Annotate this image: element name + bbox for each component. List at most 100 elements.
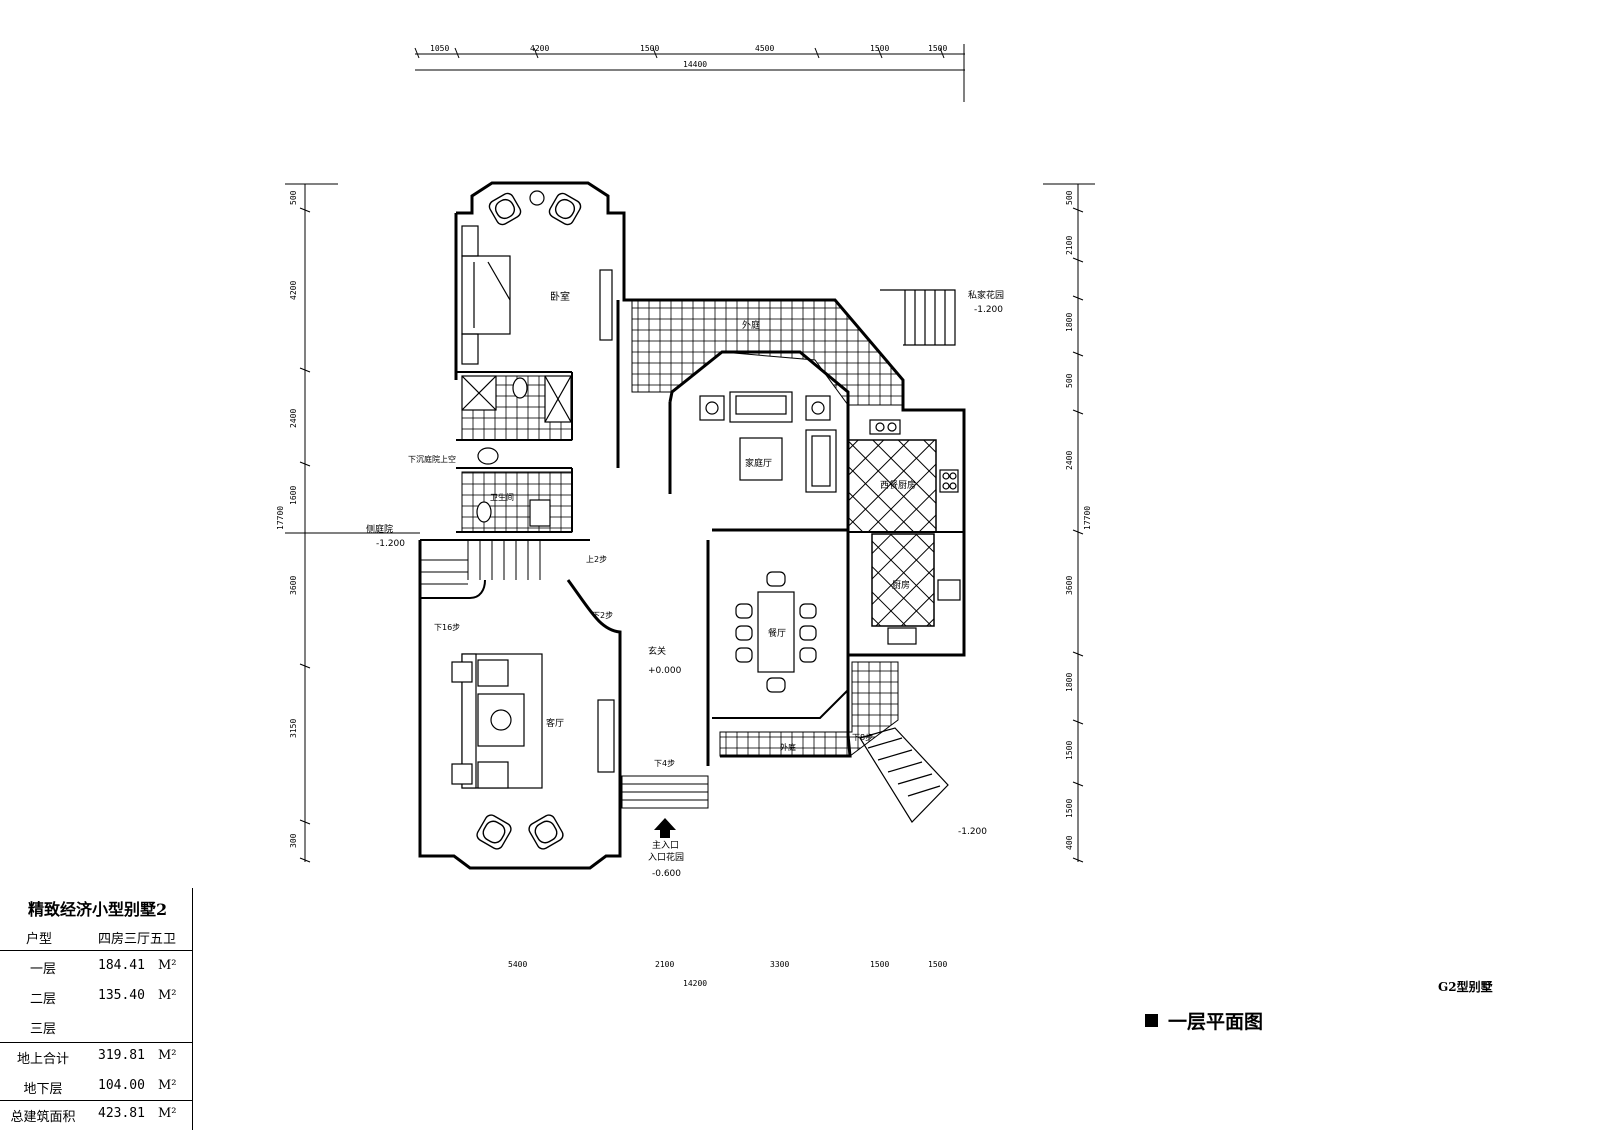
summary-row: 一层 184.41 M² bbox=[0, 958, 192, 984]
bottom-dimension-labels: 5400 2100 3300 1500 1500 14200 bbox=[508, 960, 947, 988]
bottom-dim-4: 1500 bbox=[870, 960, 889, 969]
right-dim-7: 1800 bbox=[1065, 673, 1074, 692]
label-bottom-right-level: -1.200 bbox=[958, 827, 987, 837]
stair-interior bbox=[420, 540, 541, 585]
top-dimension-chain bbox=[414, 44, 965, 102]
wc-floor-tiles bbox=[461, 471, 573, 533]
summary-row-label: 总建筑面积 bbox=[10, 1110, 76, 1125]
label-kitchen: 厨房 bbox=[892, 579, 910, 591]
summary-row: 地上合计 319.81 M² bbox=[0, 1048, 192, 1074]
label-entry-garden: 入口花园 bbox=[648, 851, 684, 863]
right-dim-2: 2100 bbox=[1065, 236, 1074, 255]
summary-row-value: 423.81 bbox=[98, 1106, 145, 1121]
summary-row-label: 地上合计 bbox=[16, 1052, 69, 1067]
label-foyer-level: +0.000 bbox=[648, 666, 682, 676]
left-dim-3: 2400 bbox=[289, 409, 298, 428]
armchair-top-right bbox=[548, 192, 582, 226]
living-room-furniture bbox=[451, 653, 615, 789]
summary-row: 二层 135.40 M² bbox=[0, 988, 192, 1014]
summary-type-value: 四房三厅五卫 bbox=[98, 932, 177, 947]
bottom-dim-3: 3300 bbox=[770, 960, 789, 969]
label-sunken-court: 下沉庭院上空 bbox=[408, 454, 456, 464]
label-family-room: 家庭厅 bbox=[745, 457, 772, 469]
summary-divider bbox=[0, 950, 192, 951]
label-stair-down-16: 下16步 bbox=[434, 623, 460, 632]
bottom-dim-5: 1500 bbox=[928, 960, 947, 969]
plan-title-text: 一层平面图 bbox=[1168, 1011, 1264, 1033]
summary-row-unit: M² bbox=[158, 1048, 177, 1063]
label-stair-down-4: 下4步 bbox=[654, 759, 675, 768]
summary-row-label: 地下层 bbox=[23, 1082, 63, 1097]
label-side-court-level: -1.200 bbox=[376, 539, 405, 549]
house-type-code: G2型别墅 bbox=[1438, 980, 1493, 994]
summary-row-value: 104.00 bbox=[98, 1078, 145, 1093]
right-dimension-chain bbox=[1043, 183, 1095, 863]
left-dim-6: 3150 bbox=[289, 719, 298, 738]
summary-row-label: 二层 bbox=[29, 992, 56, 1007]
summary-row: 三层 bbox=[0, 1018, 192, 1044]
summary-type-label: 户型 bbox=[25, 932, 52, 947]
right-dim-5: 2400 bbox=[1065, 451, 1074, 470]
label-stair-up-2: 上2步 bbox=[586, 555, 607, 564]
left-dim-1: 500 bbox=[289, 190, 298, 205]
right-dim-total: 17700 bbox=[1083, 506, 1092, 530]
side-table-top bbox=[529, 190, 545, 206]
summary-row-unit: M² bbox=[158, 988, 177, 1003]
stair-main-entry bbox=[621, 775, 709, 809]
summary-row: 总建筑面积 423.81 M² bbox=[0, 1106, 192, 1132]
top-dim-total: 14400 bbox=[683, 60, 707, 69]
floor-plan-drawing: 1050 4200 1500 4500 1500 1500 14400 500 … bbox=[276, 44, 1095, 879]
summary-row-label: 三层 bbox=[29, 1022, 56, 1037]
left-dim-5: 3600 bbox=[289, 576, 298, 595]
armchair-bottom-right bbox=[528, 814, 564, 850]
kitchen-fixtures bbox=[869, 419, 961, 645]
summary-title: 精致经济小型别墅2 bbox=[28, 900, 168, 919]
bottom-dim-total: 14200 bbox=[683, 979, 707, 988]
label-western-kitchen: 西餐厨房 bbox=[880, 479, 916, 491]
right-dim-1: 500 bbox=[1065, 190, 1074, 205]
top-dim-6: 1500 bbox=[928, 44, 947, 53]
summary-type-row: 户型 四房三厅五卫 bbox=[0, 928, 192, 954]
label-entry-level: -0.600 bbox=[652, 869, 681, 879]
stair-top-right bbox=[880, 289, 956, 346]
summary-row-unit: M² bbox=[158, 1078, 177, 1093]
armchair-bottom-left bbox=[476, 814, 512, 850]
bath-fixtures bbox=[461, 375, 572, 527]
left-dim-2: 4200 bbox=[289, 281, 298, 300]
plan-title: 一层平面图 bbox=[1145, 1007, 1263, 1034]
top-dim-1: 1050 bbox=[430, 44, 449, 53]
summary-row-value: 319.81 bbox=[98, 1048, 145, 1063]
family-room-furniture bbox=[699, 391, 837, 493]
summary-row: 地下层 104.00 M² bbox=[0, 1078, 192, 1104]
label-living: 客厅 bbox=[546, 717, 564, 729]
top-dim-3: 1500 bbox=[640, 44, 659, 53]
right-dim-6: 3600 bbox=[1065, 576, 1074, 595]
summary-row-value: 135.40 bbox=[98, 988, 145, 1003]
bedroom-furniture bbox=[461, 225, 613, 365]
label-stair-down-2: 下2步 bbox=[592, 611, 613, 620]
top-dim-4: 4500 bbox=[755, 44, 774, 53]
label-private-garden-level: -1.200 bbox=[974, 305, 1003, 315]
label-terrace-top: 外庭 bbox=[742, 319, 760, 331]
right-dim-4: 500 bbox=[1065, 373, 1074, 388]
label-terrace-bottom: 外庭 bbox=[780, 742, 796, 752]
bottom-dim-2: 2100 bbox=[655, 960, 674, 969]
label-foyer: 玄关 bbox=[648, 645, 666, 657]
right-dim-9: 1500 bbox=[1065, 799, 1074, 818]
interior-walls bbox=[420, 371, 964, 719]
label-main-entry: 主入口 bbox=[652, 839, 679, 851]
summary-row-unit: M² bbox=[158, 1106, 177, 1121]
summary-divider bbox=[0, 1100, 192, 1101]
left-dim-total: 17700 bbox=[276, 506, 285, 530]
summary-row-value: 184.41 bbox=[98, 958, 145, 973]
label-dining: 餐厅 bbox=[768, 627, 786, 639]
label-side-court: 侧庭院 bbox=[366, 523, 393, 535]
label-private-garden: 私家花园 bbox=[968, 289, 1004, 301]
right-dim-8: 1500 bbox=[1065, 741, 1074, 760]
stair-bottom-right bbox=[859, 727, 949, 823]
main-entry-arrow bbox=[654, 818, 676, 838]
summary-divider bbox=[0, 1042, 192, 1043]
bottom-dim-1: 5400 bbox=[508, 960, 527, 969]
right-dim-10: 400 bbox=[1065, 835, 1074, 850]
label-bath: 卫生间 bbox=[490, 492, 514, 502]
